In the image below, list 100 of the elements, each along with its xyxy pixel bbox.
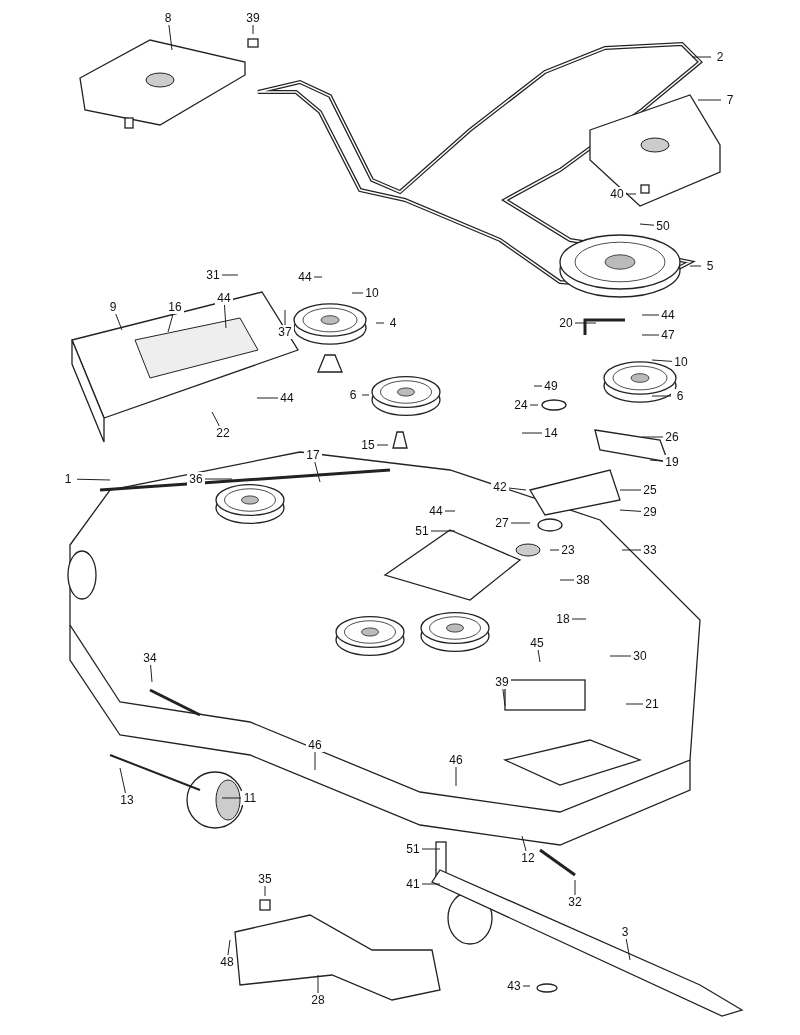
callout-number: 31	[204, 268, 222, 282]
callout-number: 44	[427, 504, 445, 518]
leader-line	[625, 703, 644, 705]
leader-line	[256, 397, 279, 399]
leader-line	[314, 461, 321, 483]
leader-line	[361, 394, 370, 396]
leader-line	[313, 276, 323, 278]
leader-line	[502, 688, 506, 707]
callout-number: 34	[141, 651, 159, 665]
callout-number: 45	[528, 636, 546, 650]
callout-number: 19	[663, 455, 681, 469]
leader-line	[119, 767, 126, 794]
leader-line	[211, 411, 220, 427]
leader-line	[252, 24, 254, 35]
callout-number: 42	[491, 480, 509, 494]
leader-line	[351, 292, 364, 294]
callout-number: 36	[187, 472, 205, 486]
callout-number: 44	[215, 291, 233, 305]
leader-line	[522, 985, 531, 987]
callout-number: 46	[306, 738, 324, 752]
leader-line	[264, 885, 266, 897]
callout-number: 43	[505, 979, 523, 993]
leader-line	[223, 304, 227, 329]
callout-number: 46	[447, 753, 465, 767]
leader-line	[529, 404, 539, 406]
leader-line	[521, 835, 527, 852]
callout-number: 10	[672, 355, 690, 369]
callout-number: 39	[244, 11, 262, 25]
leader-line	[510, 522, 531, 524]
callout-number: 51	[404, 842, 422, 856]
leader-line	[697, 99, 722, 101]
callout-number: 11	[241, 791, 259, 805]
leader-line	[639, 223, 655, 226]
callout-number: 47	[659, 328, 677, 342]
leader-line	[574, 322, 597, 324]
callout-number: 13	[118, 793, 136, 807]
leader-line	[430, 530, 456, 532]
leader-line	[168, 24, 173, 51]
callout-number: 25	[641, 483, 659, 497]
leader-line	[455, 766, 457, 787]
leader-line	[204, 478, 233, 480]
leader-line	[444, 510, 456, 512]
leader-line	[221, 274, 239, 276]
leader-line	[76, 478, 111, 481]
callout-number: 12	[519, 851, 537, 865]
leader-line	[651, 395, 672, 397]
callout-number: 15	[359, 438, 377, 452]
leader-line	[691, 56, 712, 58]
leader-line	[314, 751, 316, 771]
callout-number: 44	[296, 270, 314, 284]
callout-number: 44	[659, 308, 677, 322]
callout-number: 14	[542, 426, 560, 440]
leader-line	[625, 938, 631, 961]
callout-number: 16	[166, 300, 184, 314]
callout-number: 17	[304, 448, 322, 462]
leader-line	[521, 432, 543, 434]
leader-line	[508, 487, 527, 491]
leader-line	[549, 549, 560, 551]
callout-number: 51	[413, 524, 431, 538]
leader-line	[376, 444, 389, 446]
leader-line	[651, 359, 673, 362]
callout-number: 23	[559, 543, 577, 557]
callout-number: 28	[309, 993, 327, 1007]
leader-line	[625, 193, 637, 195]
leader-line	[317, 974, 319, 994]
leader-line	[221, 797, 242, 799]
callout-number: 39	[493, 675, 511, 689]
leader-line	[421, 883, 441, 885]
leader-line	[641, 314, 660, 316]
leader-line	[150, 664, 153, 683]
callout-number: 40	[608, 187, 626, 201]
callout-number: 48	[218, 955, 236, 969]
callout-number: 24	[512, 398, 530, 412]
leader-line	[227, 939, 231, 956]
leader-line	[167, 313, 174, 333]
leader-line	[609, 655, 632, 657]
leader-line	[641, 334, 660, 336]
callout-number: 21	[643, 697, 661, 711]
leader-line	[375, 322, 385, 324]
callout-number: 37	[276, 325, 294, 339]
leader-line	[421, 848, 441, 850]
leader-line	[619, 489, 642, 491]
callout-number: 26	[663, 430, 681, 444]
leader-line	[571, 618, 587, 620]
callout-number: 22	[214, 426, 232, 440]
leader-line	[559, 579, 575, 581]
leader-line	[533, 385, 543, 387]
callout-number: 32	[566, 895, 584, 909]
leader-line	[621, 549, 642, 551]
callout-number: 38	[574, 573, 592, 587]
callout-number: 10	[363, 286, 381, 300]
leader-line	[574, 879, 576, 896]
callout-number: 49	[542, 379, 560, 393]
callout-number: 20	[557, 316, 575, 330]
leader-line	[689, 265, 702, 267]
callout-number: 29	[641, 505, 659, 519]
leader-line	[537, 649, 541, 663]
callout-number: 44	[278, 391, 296, 405]
leader-line	[649, 459, 664, 462]
callout-number: 33	[641, 543, 659, 557]
